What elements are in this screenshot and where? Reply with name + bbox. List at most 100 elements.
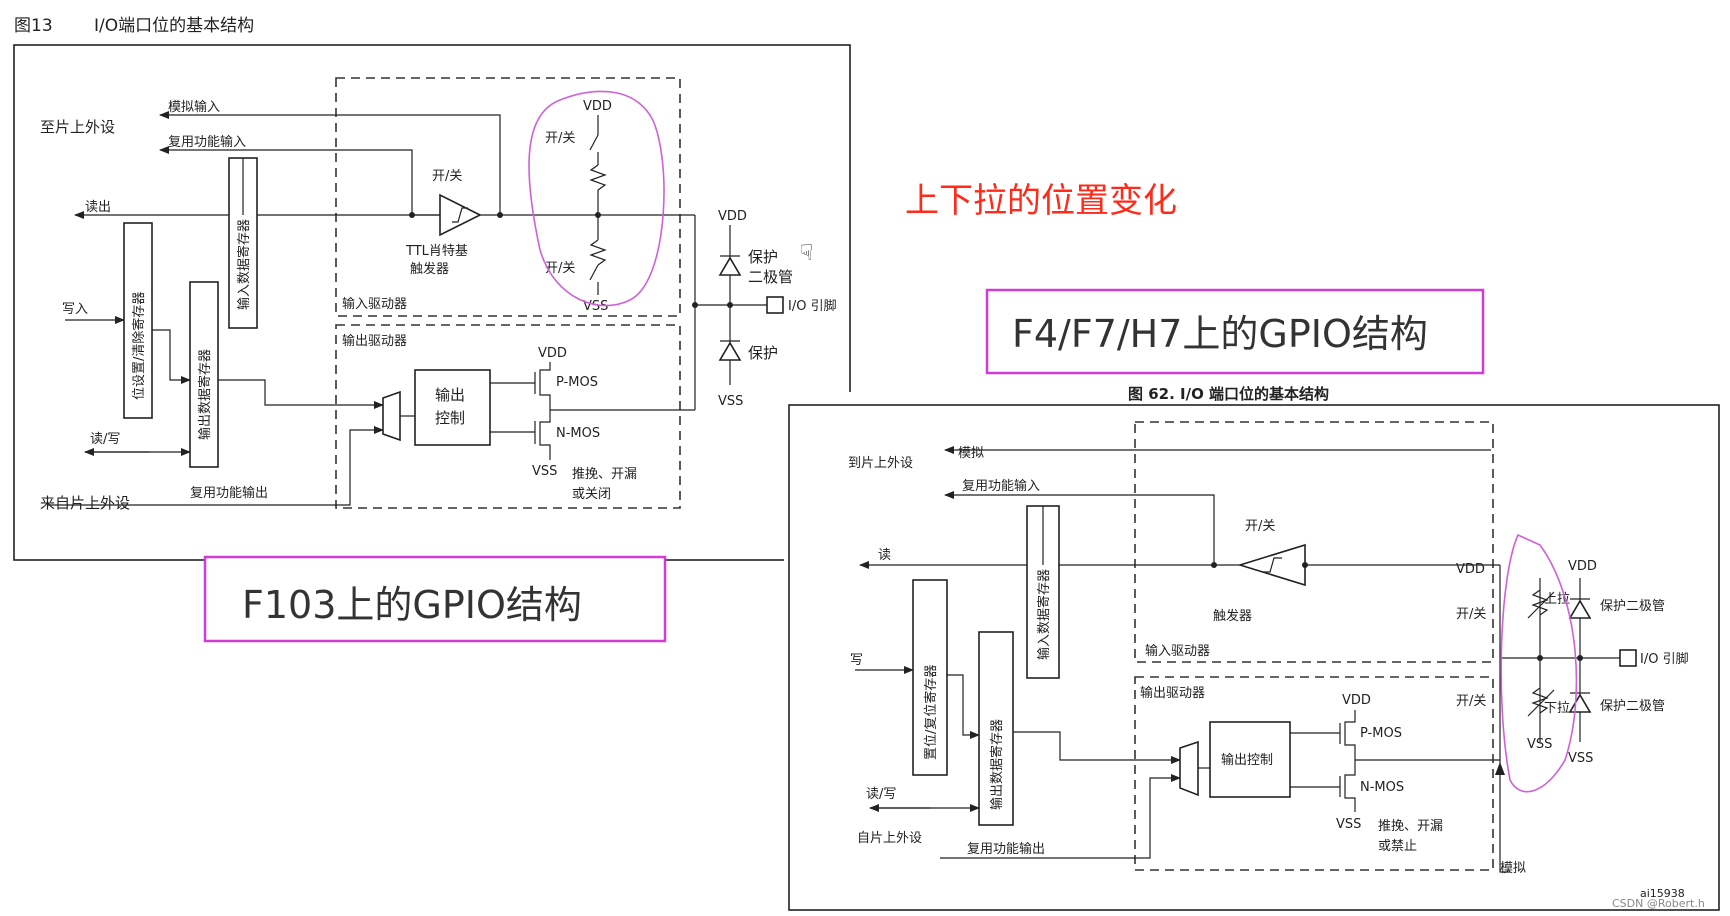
f103-diode-bottom: [718, 341, 742, 361]
f4-pmos-label: P-MOS: [1360, 726, 1402, 741]
f4-input-driver-label: 输入驱动器: [1145, 643, 1210, 659]
f4-vdd-pu: VDD: [1456, 562, 1485, 577]
f103-pushpull-2: 或关闭: [572, 487, 611, 502]
f103-output-data-register-label: 输出数据寄存器: [197, 349, 213, 440]
f103-output-driver-label: 输出驱动器: [342, 333, 407, 349]
f4-vss-diode: VSS: [1568, 751, 1593, 766]
f4-output-data-register: [978, 631, 1014, 826]
f4-bsr-to-odr: [947, 674, 980, 739]
f4-odr-to-mux: [1013, 731, 1181, 764]
f4-bsr-register-label: 置位/复位寄存器: [923, 665, 939, 760]
f4-onoff-pu: 开/关: [1456, 607, 1486, 622]
f103-protect-1: 保护: [748, 248, 778, 266]
f4-pulldown-arrow: [1527, 689, 1555, 717]
f4-pulldown-label: 下拉: [1544, 701, 1570, 716]
f103-io-pin-box: [766, 296, 784, 314]
f103-alt-in-line: [159, 146, 413, 215]
f103-input-driver-box: [335, 77, 681, 317]
f103-read-label: 读出: [85, 200, 111, 215]
f103-bsr-register-label: 位设置/清除寄存器: [131, 292, 147, 400]
f4-from-periph-label: 自片上外设: [857, 831, 922, 846]
f4-out-ctrl-label: 输出控制: [1221, 752, 1273, 768]
f103-node-a: [409, 212, 415, 218]
f103-nmos: [539, 410, 551, 460]
f103-protect-1b: 二极管: [748, 268, 793, 286]
f4-vss-pd: VSS: [1527, 737, 1552, 752]
f4-alt-out-line: [940, 774, 1181, 859]
f4-alt-out-label: 复用功能输出: [967, 841, 1045, 857]
f4-node-diode: [1577, 655, 1583, 661]
f4-analog-bottom: 模拟: [1500, 861, 1526, 876]
f103-to-periph-label: 至片上外设: [40, 118, 115, 136]
f103-rw-label: 读/写: [90, 432, 120, 447]
f103-vdd-mos: VDD: [538, 346, 567, 361]
f103-diode-top: [718, 256, 742, 276]
f103-pu-switch: [589, 134, 599, 151]
hand-cursor-icon: ☟: [800, 241, 813, 266]
f103-analog-in-line: [159, 111, 501, 215]
f4-trigger-label: 触发器: [1213, 608, 1252, 624]
f103-alt-out-line: [48, 426, 384, 506]
annotation-red: 上下拉的位置变化: [905, 181, 1177, 221]
f103-write-label: 写入: [62, 302, 88, 317]
f4-pink-highlight: [1500, 533, 1578, 793]
f103-node-c: [595, 212, 601, 218]
f4-io-pin-box: [1619, 649, 1637, 667]
f4-analog-label: 模拟: [958, 446, 984, 461]
f4-onoff-pd: 开/关: [1456, 694, 1486, 709]
f103-diagram: 输入驱动器 输出驱动器 模拟输入 至片上外设 复用功能输入 读出 输入数据寄存器…: [13, 44, 851, 561]
f4-vdd-diode: VDD: [1568, 559, 1597, 574]
f4-pushpull-2: 或禁止: [1378, 839, 1417, 854]
f4-label: F4/F7/H7上的GPIO结构: [1012, 312, 1428, 356]
f4-read-label: 读: [878, 548, 891, 563]
f103-vss-diode: VSS: [718, 394, 743, 409]
f4-input-data-register-label: 输入数据寄存器: [1036, 569, 1052, 660]
f103-odr-to-mux: [218, 379, 384, 409]
f103-protect-2: 保护: [748, 344, 778, 362]
f4-nmos: [1344, 760, 1356, 812]
f103-schmitt-symbol: [452, 207, 468, 223]
f103-analog-in-label: 模拟输入: [168, 99, 220, 115]
f4-output-driver-box: [1134, 676, 1494, 871]
f103-onoff1: 开/关: [432, 169, 462, 184]
f4-pullup-resistor: [1531, 589, 1549, 616]
f103-nmos-label: N-MOS: [556, 426, 600, 441]
f103-node-d: [692, 302, 698, 308]
f4-to-periph-label: 到片上外设: [848, 456, 913, 471]
f103-label: F103上的GPIO结构: [242, 583, 582, 627]
top-fig-number: 图13: [14, 16, 53, 36]
f103-output-data-register: [189, 281, 219, 468]
f103-label-box: [203, 555, 667, 643]
f4-mux: [1179, 740, 1199, 797]
top-fig-title: I/O端口位的基本结构: [94, 16, 254, 36]
f103-vss-bottom: VSS: [583, 299, 608, 314]
f103-output-driver-box: [335, 324, 681, 509]
f4-write-label: 写: [850, 653, 863, 668]
f4-vss-mos: VSS: [1336, 817, 1361, 832]
f4-alt-in-line: [944, 491, 1215, 565]
f103-pd-switch: [589, 264, 599, 281]
f103-out-ctrl-line2: 控制: [435, 409, 465, 427]
f4-title: 图 62. I/O 端口位的基本结构: [1128, 385, 1329, 403]
f103-input-data-register-label: 输入数据寄存器: [236, 219, 252, 310]
f103-ttl-line2: 触发器: [410, 261, 449, 277]
f4-rw-label: 读/写: [866, 787, 896, 802]
f4-diagram: 图 62. I/O 端口位的基本结构 输入驱动器 输出驱动器 模拟 到片上外设 …: [784, 385, 1730, 916]
f4-pushpull-1: 推挽、开漏: [1378, 818, 1443, 834]
f103-pushpull-1: 推挽、开漏: [572, 466, 637, 482]
f4-analog-arrow: [1495, 762, 1505, 775]
f103-vdd-diode: VDD: [718, 209, 747, 224]
f4-node-b: [1302, 562, 1308, 568]
f4-protect-diode-2: 保护二极管: [1600, 699, 1665, 714]
f4-diode-top: [1568, 599, 1592, 619]
f103-bsr-to-odr: [152, 329, 191, 384]
f4-vdd-mos: VDD: [1342, 693, 1371, 708]
f103-onoff2: 开/关: [545, 131, 575, 146]
f4-output-control: [1209, 721, 1291, 798]
f103-pmos: [539, 362, 551, 410]
f4-node-a: [1211, 562, 1217, 568]
f103-vdd-top: VDD: [583, 99, 612, 114]
f4-pulldown-resistor: [1531, 687, 1549, 714]
